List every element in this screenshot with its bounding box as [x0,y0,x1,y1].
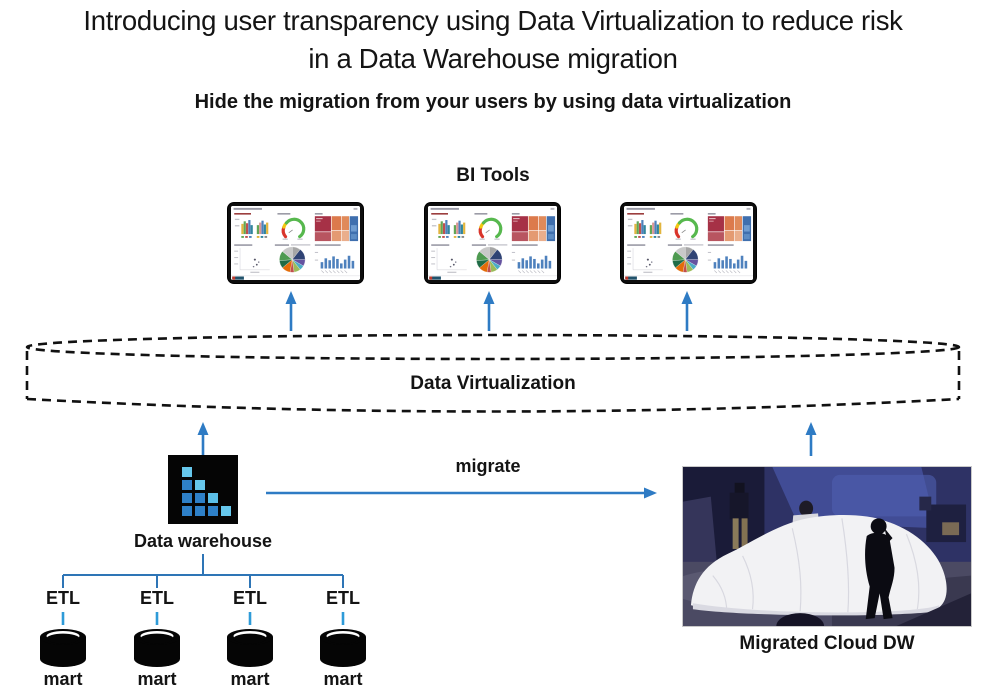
mart-database-icon-2 [131,626,183,670]
man-silhouette [865,518,895,620]
bi-monitor-1 [228,203,363,283]
migrated-cloud-dw-label: Migrated Cloud DW [739,633,915,654]
etl-label-1: ETL [46,588,80,608]
migrated-cloud-dw-photo [682,466,972,627]
bi-dashboard-preview [428,206,557,280]
etl-label-3: ETL [233,588,267,608]
page-title-line1: Introducing user transparency using Data… [83,5,903,36]
virtualization-label: Data Virtualization [410,373,576,394]
migrate-arrow [266,487,657,499]
mart-database-icon-3 [224,626,276,670]
mart-database-icon-4 [317,626,369,670]
bi-monitor-2 [425,203,560,283]
migrate-label: migrate [455,456,521,476]
page-title-line2: in a Data Warehouse migration [308,43,678,74]
etl-label-2: ETL [140,588,174,608]
mart-label-3: mart [230,669,270,689]
background-people-silhouettes [729,482,967,549]
arrows-to-bi-tools [285,291,693,331]
mart-label-2: mart [137,669,177,689]
bi-dashboard-preview [231,206,360,280]
etl-to-mart-links [61,612,345,625]
bi-dashboard-screen [428,206,557,280]
mart-label-1: mart [43,669,83,689]
arrows-into-virtualization [197,422,817,456]
etl-label-4: ETL [326,588,360,608]
mart-database-icon-1 [37,626,89,670]
data-warehouse-icon [168,455,238,524]
data-warehouse-label: Data warehouse [133,531,273,551]
mart-label-4: mart [323,669,363,689]
bi-monitor-3 [621,203,756,283]
etl-connector-tree [62,554,344,588]
bi-tools-label: BI Tools [456,165,530,186]
page-subtitle: Hide the migration from your users by us… [194,91,792,113]
bi-dashboard-screen [624,206,753,280]
bi-dashboard-preview [624,206,753,280]
bi-dashboard-screen [231,206,360,280]
